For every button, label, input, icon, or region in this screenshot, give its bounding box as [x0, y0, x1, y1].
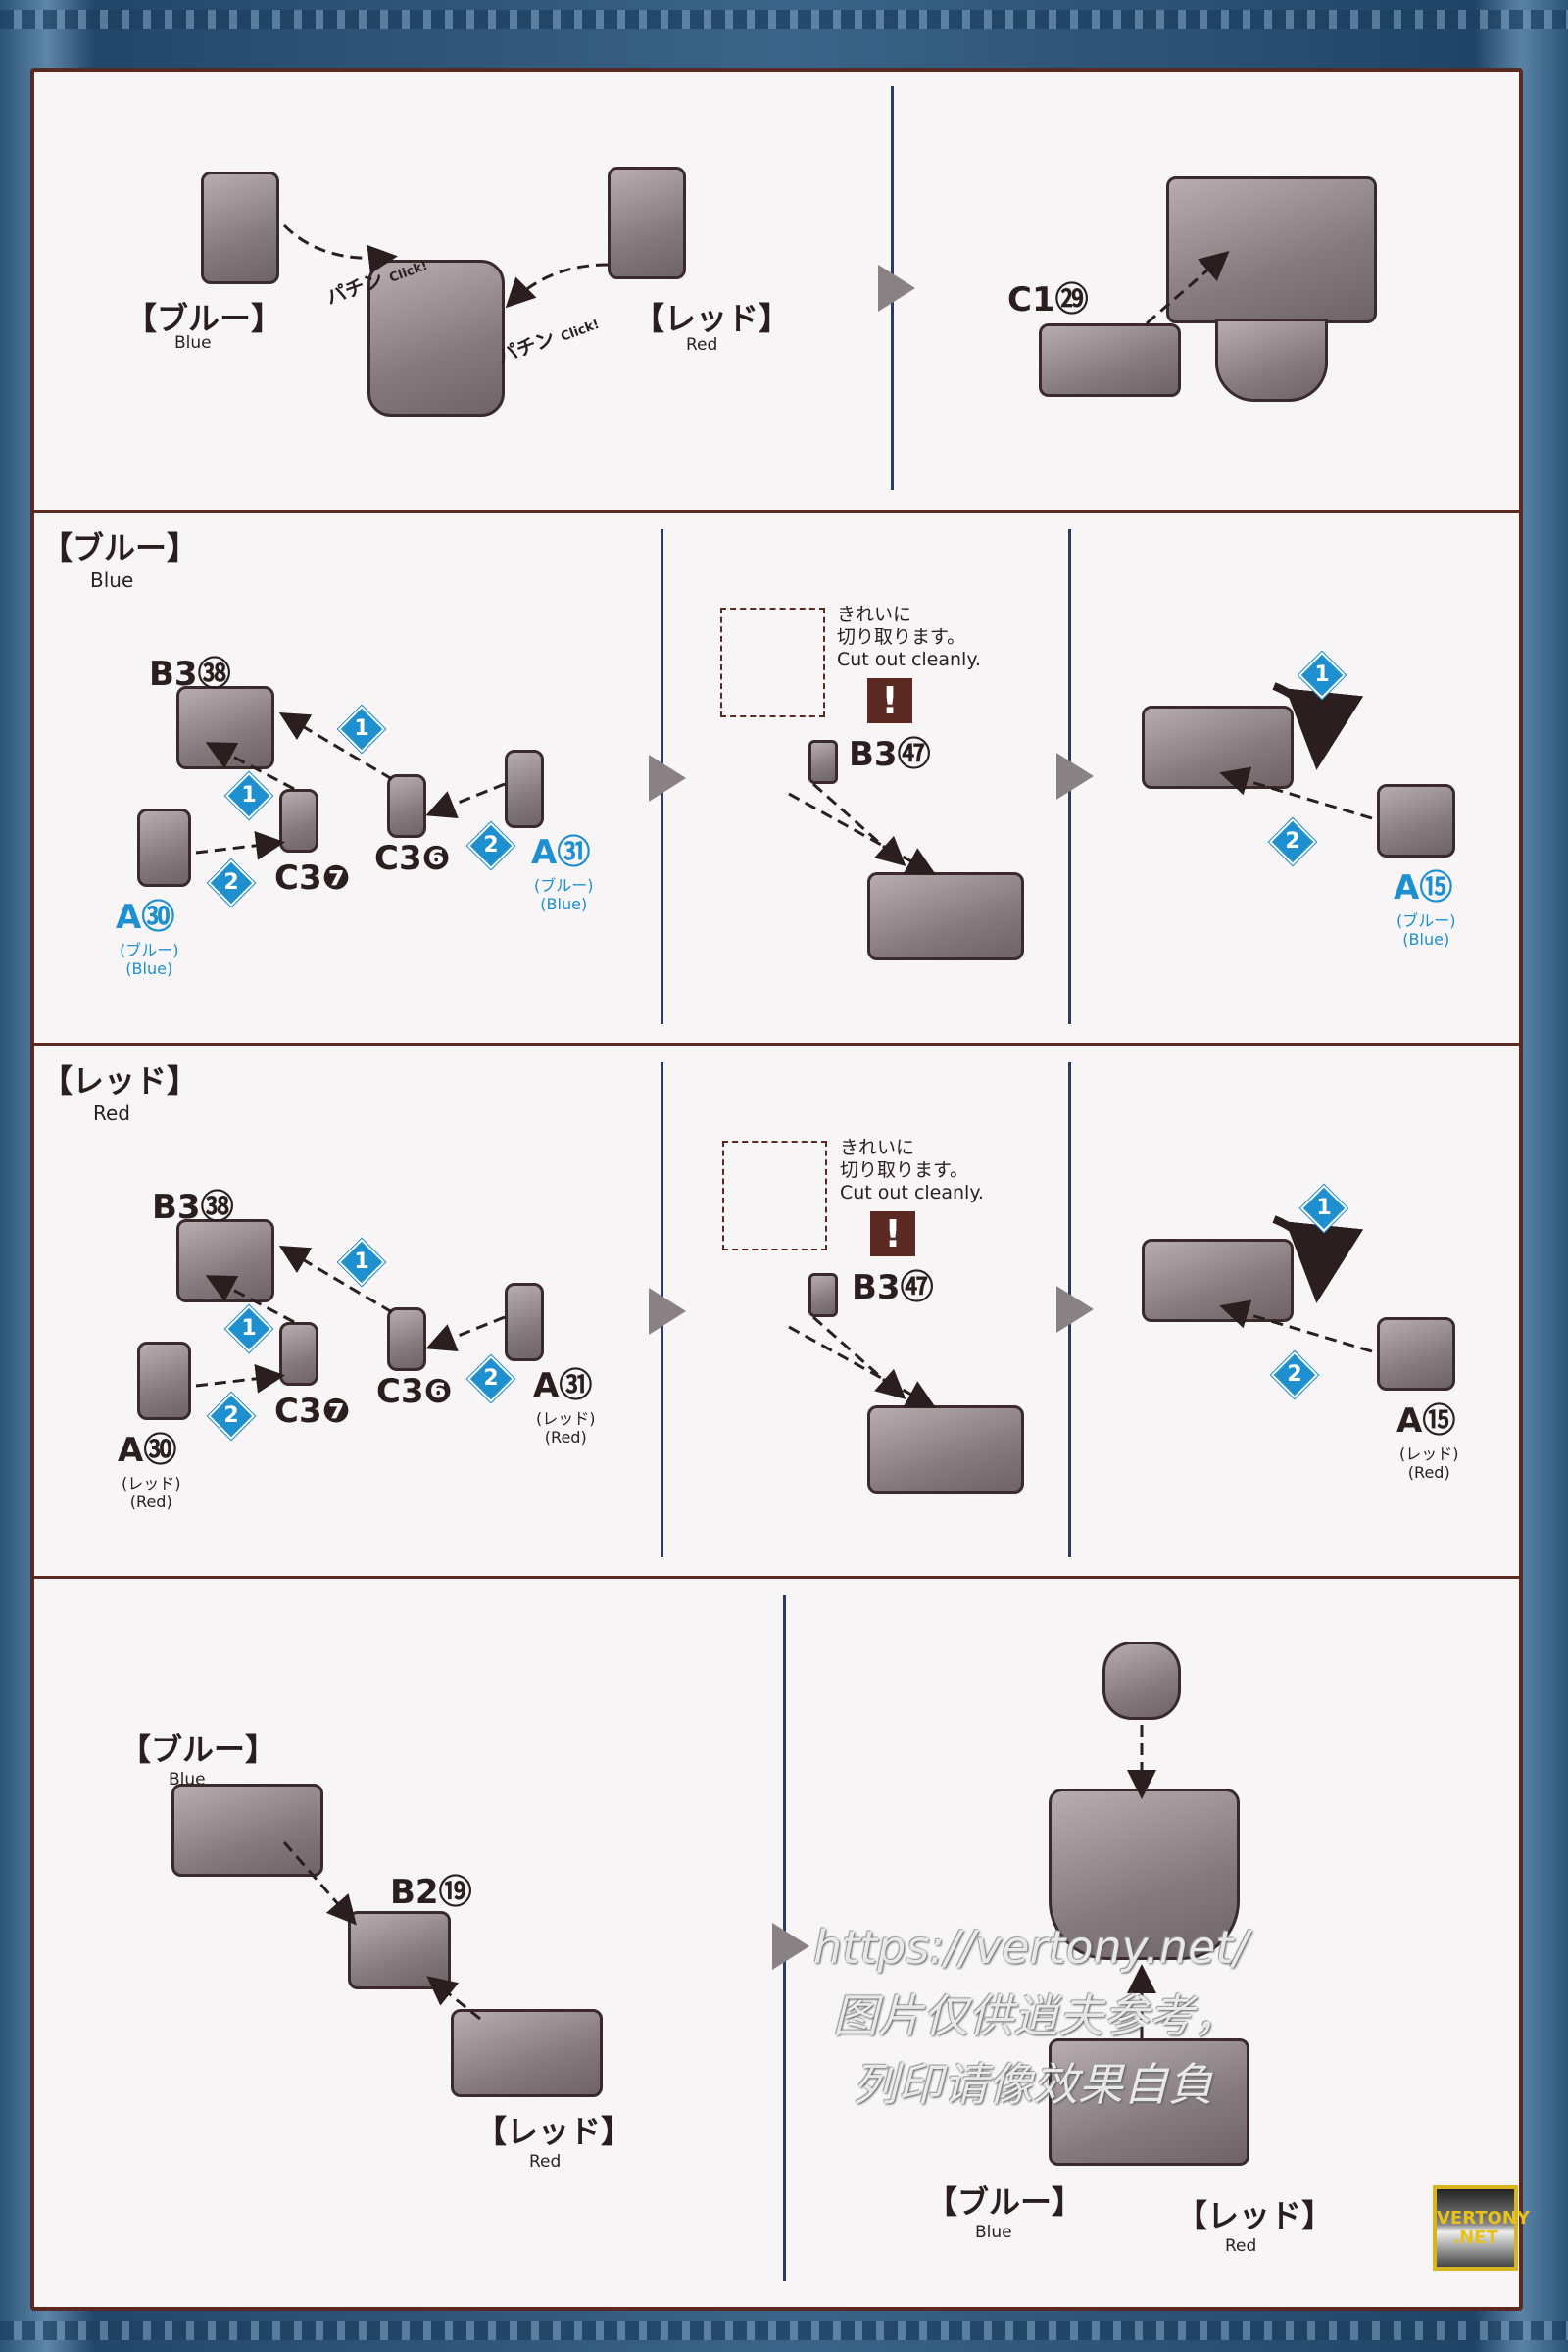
- red-assembly-part: [451, 2009, 603, 2097]
- section-title: 【ブルー】: [41, 529, 199, 566]
- cut-note: きれいに切り取ります。Cut out cleanly.: [837, 604, 981, 670]
- next-step-arrow: [649, 755, 686, 802]
- assembled-part: [1142, 1239, 1294, 1322]
- c1-part: [1039, 323, 1181, 397]
- cut-note: きれいに切り取ります。Cut out cleanly.: [840, 1137, 984, 1203]
- assembled-part: [867, 872, 1024, 960]
- blue-arm-part: [201, 172, 279, 284]
- background-stripe: [0, 10, 1568, 29]
- c3-6-part: [387, 1307, 426, 1371]
- assembled-part: [867, 1405, 1024, 1494]
- part-a30: A㉚: [118, 1431, 177, 1470]
- next-step-arrow: [1056, 1286, 1094, 1333]
- waist-assembly-part: [1049, 2038, 1250, 2166]
- b3-part: [176, 686, 274, 769]
- c3-7-part: [279, 1322, 318, 1386]
- next-step-arrow: [772, 1923, 809, 1970]
- warning-icon: !: [867, 678, 912, 723]
- upper-body-part: [1049, 1788, 1240, 1960]
- section-title-en: Blue: [90, 568, 134, 592]
- part-a30-color: (レッド)(Red): [122, 1474, 181, 1511]
- b3-47-part: [808, 740, 838, 784]
- section-title-en: Red: [93, 1102, 130, 1125]
- label-blue-en: Blue: [169, 1770, 206, 1789]
- divider: [30, 1576, 1523, 1579]
- head-part: [1102, 1642, 1181, 1720]
- part-c3-6: C3❻: [374, 839, 451, 878]
- watermark-url: https://vertony.net/: [813, 1921, 1249, 1974]
- part-a15: A⑮: [1394, 868, 1453, 907]
- part-a31-color: (ブルー)(Blue): [534, 876, 594, 913]
- divider: [30, 1043, 1523, 1046]
- next-step-arrow: [1056, 753, 1094, 800]
- part-c3-6: C3❻: [376, 1372, 453, 1411]
- warning-icon: !: [870, 1211, 915, 1256]
- background-stripe: [0, 2321, 1568, 2340]
- cut-detail-inset: [720, 608, 825, 717]
- label-blue-en: Blue: [174, 333, 212, 353]
- b3-47-part: [808, 1273, 838, 1317]
- watermark-line: 图片仅供逍夫参考，: [833, 1989, 1239, 2042]
- label-blue: 【ブルー】: [120, 1731, 277, 1768]
- label-red: 【レッド】: [475, 2113, 633, 2150]
- part-a30: A㉚: [116, 898, 175, 937]
- cut-detail-inset: [722, 1141, 827, 1250]
- part-a15: A⑮: [1396, 1401, 1456, 1441]
- label-red-en: Red: [686, 335, 718, 355]
- c3-6-part: [387, 774, 426, 838]
- label-red: 【レッド】: [1176, 2197, 1334, 2234]
- torso-assembly-part: [1166, 176, 1377, 323]
- part-number: ㉙: [1054, 280, 1089, 319]
- section-title: 【レッド】: [41, 1062, 199, 1100]
- label-red-en: Red: [529, 2152, 562, 2172]
- part-a15-color: (ブルー)(Blue): [1396, 911, 1456, 949]
- a31-part: [505, 750, 544, 828]
- a31-part: [505, 1283, 544, 1361]
- next-step-arrow: [878, 265, 915, 312]
- divider: [30, 510, 1523, 513]
- label-blue: 【ブルー】: [926, 2183, 1084, 2221]
- red-arm-part: [608, 167, 686, 279]
- part-b3-47: B3㊼: [852, 1268, 934, 1307]
- label-red: 【レッド】: [633, 300, 791, 337]
- part-c1-29: C1㉙: [1007, 272, 1089, 320]
- a15-part: [1377, 1317, 1455, 1391]
- part-a30-color: (ブルー)(Blue): [120, 941, 179, 978]
- torso-waist-part: [1215, 318, 1328, 402]
- vertony-logo: VERTONY.NET: [1433, 2185, 1530, 2271]
- part-a15-color: (レッド)(Red): [1399, 1445, 1459, 1482]
- part-a31: A㉛: [531, 833, 591, 872]
- part-a31: A㉛: [533, 1366, 593, 1405]
- a15-part: [1377, 784, 1455, 858]
- c3-7-part: [279, 789, 318, 853]
- assembled-part: [1142, 706, 1294, 789]
- blue-assembly-part: [172, 1784, 323, 1877]
- watermark-line: 列印请像效果自負: [853, 2058, 1213, 2111]
- part-c3-7: C3❼: [274, 1392, 351, 1431]
- part-c3-7: C3❼: [274, 858, 351, 898]
- part-b3-38: B3㊳: [152, 1188, 234, 1227]
- label-blue-en: Blue: [975, 2223, 1012, 2242]
- part-code: C1: [1007, 280, 1055, 319]
- torso-core-part: [368, 260, 505, 416]
- next-step-arrow: [649, 1288, 686, 1335]
- part-b2-19: B2⑲: [390, 1873, 472, 1912]
- a30-part: [137, 808, 191, 887]
- part-b3-47: B3㊼: [849, 735, 931, 774]
- label-blue: 【ブルー】: [125, 300, 283, 337]
- label-red-en: Red: [1225, 2236, 1257, 2256]
- a30-part: [137, 1342, 191, 1420]
- part-a31-color: (レッド)(Red): [536, 1409, 596, 1446]
- part-b3-38: B3㊳: [149, 655, 231, 694]
